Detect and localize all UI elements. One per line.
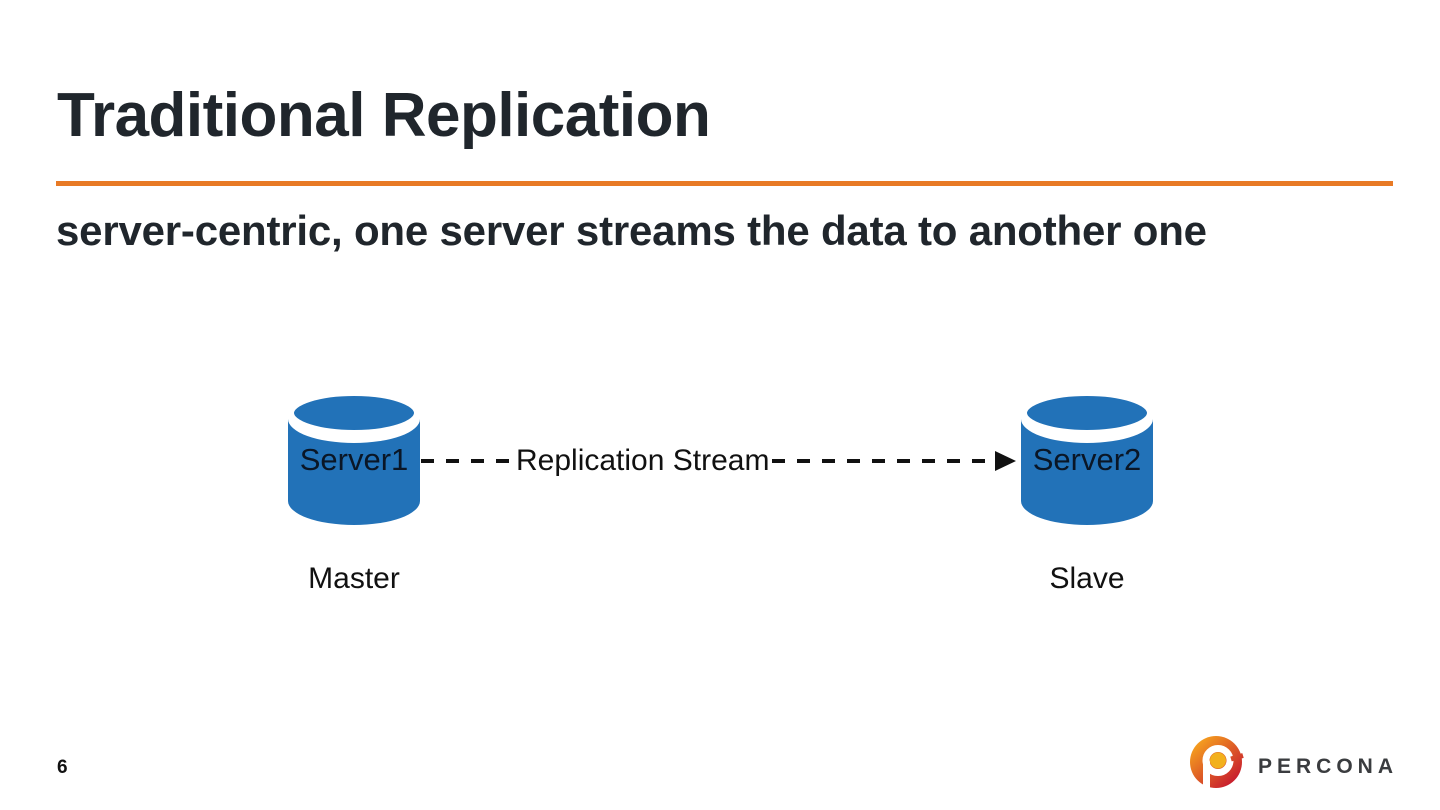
page-title: Traditional Replication	[57, 81, 711, 150]
percona-logo: PERCONA	[1189, 735, 1398, 800]
database-cylinder-icon	[288, 390, 420, 535]
replication-stream-label: Replication Stream	[516, 444, 770, 477]
database-cylinder-icon	[1021, 390, 1153, 535]
arrow-dash-right	[772, 459, 995, 463]
server1-label: Server1	[299, 442, 409, 477]
slide-subtitle: server-centric, one server streams the d…	[56, 207, 1207, 254]
replication-arrow: Replication Stream	[421, 443, 1016, 479]
slave-node: Server2 Slave	[1021, 389, 1153, 596]
arrow-dash-left	[421, 459, 513, 463]
percona-p-ring-icon	[1189, 735, 1245, 800]
master-node: Server1 Master	[288, 389, 420, 596]
accent-divider	[56, 181, 1393, 186]
percona-wordmark: PERCONA	[1257, 754, 1398, 778]
slave-caption: Slave	[1049, 562, 1125, 595]
arrowhead-right-icon	[995, 451, 1016, 471]
master-caption: Master	[308, 562, 400, 595]
server2-label: Server2	[1032, 442, 1142, 477]
page-number: 6	[57, 757, 68, 778]
